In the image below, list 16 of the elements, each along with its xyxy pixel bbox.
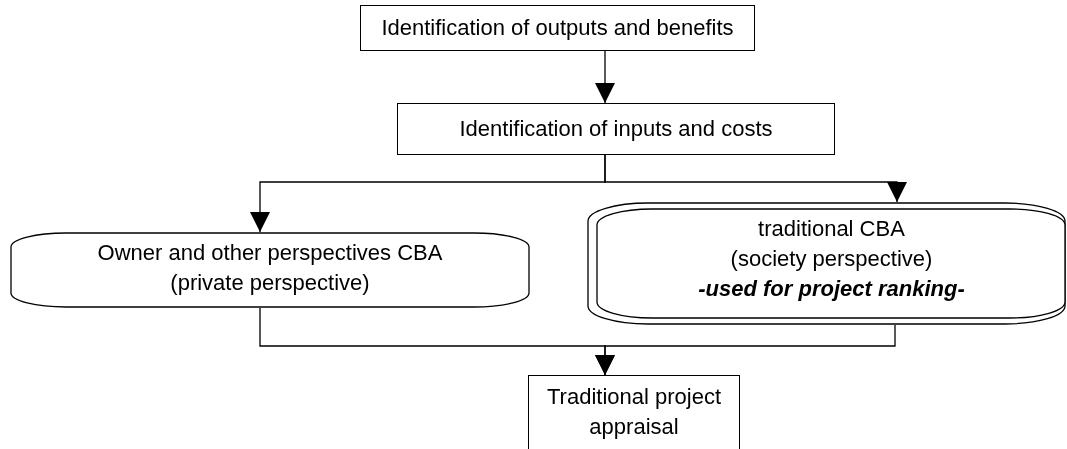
note-text: -used for project ranking-	[698, 275, 965, 303]
node-text: Identification of outputs and benefits	[381, 14, 734, 42]
arrow	[595, 324, 896, 376]
node-text: Owner and other perspectives CBA	[97, 239, 443, 267]
rounded-process-box	[10, 232, 530, 308]
node-text: Traditional project appraisal	[545, 383, 722, 441]
node-text: (private perspective)	[170, 269, 370, 297]
process-box	[360, 5, 755, 51]
arrow	[595, 50, 615, 104]
arrow	[604, 154, 907, 203]
node-text: (society perspective)	[730, 245, 933, 273]
double-rounded-box	[587, 202, 1066, 325]
node-text: Identification of inputs and costs	[459, 115, 773, 143]
process-box	[397, 103, 835, 155]
process-box	[528, 375, 740, 449]
node-text: traditional CBA	[758, 215, 905, 243]
